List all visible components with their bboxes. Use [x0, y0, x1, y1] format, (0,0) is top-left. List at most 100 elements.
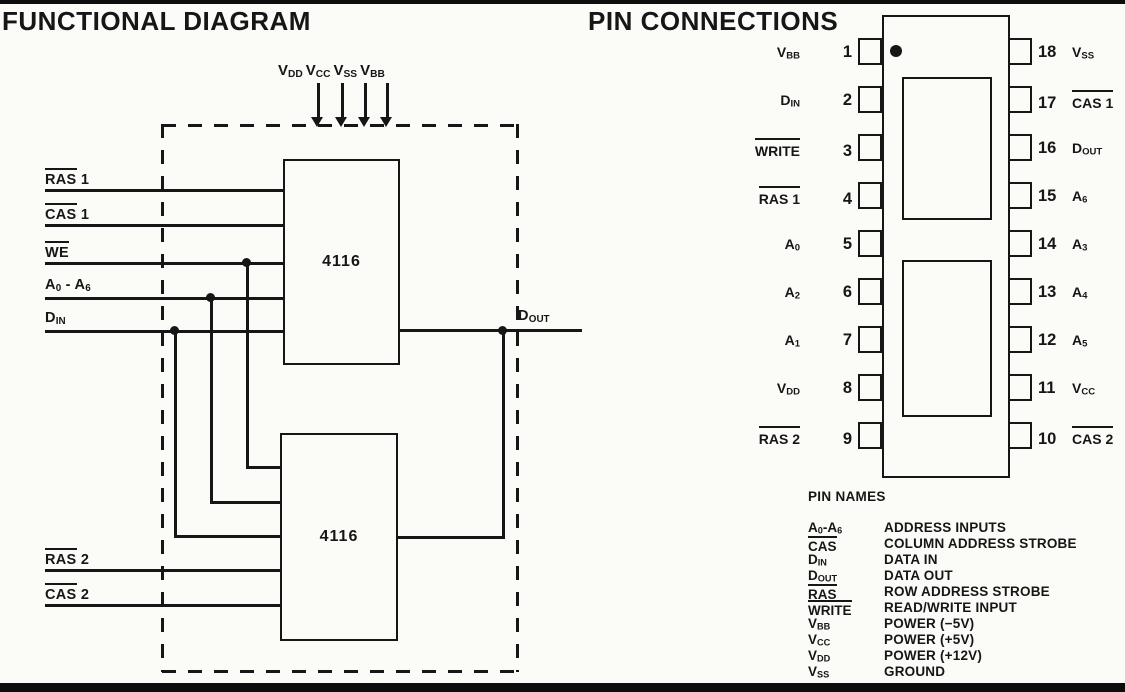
pin-connections-title: PIN CONNECTIONS: [588, 6, 839, 36]
pin-tab-right-17: [1008, 86, 1032, 113]
pin-number-13: 13: [1038, 283, 1057, 301]
pin-tab-left-4: [858, 182, 882, 209]
functional-diagram-title: FUNCTIONAL DIAGRAM: [2, 6, 311, 36]
pin-number-6: 6: [842, 283, 852, 301]
pin-desc-cell: POWER (−5V): [884, 616, 975, 631]
dashed-box-bottom: [162, 670, 518, 673]
power-label-vdd: VDD: [278, 62, 303, 80]
pin-name-cell: CAS: [808, 536, 884, 554]
top-rule: [0, 0, 1125, 4]
a0a6-label: A0 - A6: [45, 277, 91, 294]
din-branch-elbow: [174, 535, 282, 538]
a0a6-line: [45, 297, 284, 300]
pin-name-cell: RAS: [808, 584, 884, 602]
pin-number-2: 2: [842, 91, 852, 109]
pin-tab-left-5: [858, 230, 882, 257]
dout-branch-line: [502, 330, 505, 538]
pin-tab-left-1: [858, 38, 882, 65]
bottom-rule: [0, 683, 1125, 692]
pin-tab-left-3: [858, 134, 882, 161]
ras1-line: [45, 189, 284, 192]
package-inner-lower-rect: [902, 260, 992, 417]
cas1-line: [45, 224, 284, 227]
pin-number-15: 15: [1038, 187, 1057, 205]
pin-label-7: A1: [784, 332, 800, 350]
pin-tab-right-12: [1008, 326, 1032, 353]
pin-tab-right-11: [1008, 374, 1032, 401]
pin-names-title: PIN NAMES: [808, 489, 886, 504]
pin-number-5: 5: [842, 235, 852, 253]
pin-tab-left-6: [858, 278, 882, 305]
pin-label-5: A0: [784, 236, 800, 254]
pin-left-4: RAS 1 4: [640, 186, 852, 209]
pin-name-cell: VCC: [808, 632, 831, 648]
pin-label-12: A5: [1072, 332, 1088, 350]
lower-4116-label: 4116: [319, 528, 359, 545]
pin-name-row-8: VDD POWER (+12V): [808, 648, 1120, 664]
cas2-label: CAS 2: [45, 583, 89, 605]
a0a6-branch-line: [210, 297, 213, 503]
we-branch-line: [246, 262, 249, 468]
power-arrow-stem-vcc: [341, 83, 344, 119]
pin-desc-cell: ADDRESS INPUTS: [884, 520, 1007, 535]
pin-number-10: 10: [1038, 430, 1057, 448]
ras2-line: [45, 569, 282, 572]
pin-label-8: VDD: [776, 380, 800, 398]
pin-desc-cell: READ/WRITE INPUT: [884, 600, 1017, 615]
pin-number-16: 16: [1038, 139, 1057, 157]
pin-tab-left-2: [858, 86, 882, 113]
pin-right-15: 15 A6: [1038, 186, 1125, 206]
lower-4116-block: 4116: [280, 433, 398, 641]
power-label-vbb: VBB: [360, 62, 385, 80]
power-arrow-head-vdd: [311, 117, 323, 127]
pin-label-6: A2: [784, 284, 800, 302]
pin-label-15: A6: [1072, 188, 1088, 206]
upper-4116-block: 4116: [283, 159, 400, 365]
pin-label-3: WRITE: [640, 138, 800, 161]
pin-tab-left-9: [858, 422, 882, 449]
pin-number-12: 12: [1038, 331, 1057, 349]
pin-desc-cell: POWER (+12V): [884, 648, 983, 663]
pin-number-8: 8: [842, 379, 852, 397]
pin-label-2: DIN: [780, 92, 800, 110]
package-inner-upper-rect: [902, 77, 992, 220]
din-line: [45, 330, 284, 333]
power-label-vcc: VCC: [305, 62, 331, 80]
pin-label-4: RAS 1: [640, 186, 800, 209]
power-arrow-head-vss: [358, 117, 370, 127]
pin-desc-cell: POWER (+5V): [884, 632, 975, 647]
pin-name-cell: DOUT: [808, 568, 838, 584]
pin-label-18: VSS: [1072, 44, 1095, 62]
power-arrow-stem-vdd: [317, 83, 320, 119]
pin-desc-cell: GROUND: [884, 664, 946, 679]
pin-name-cell: VDD: [808, 648, 831, 664]
pin-number-4: 4: [842, 190, 852, 208]
pin-desc-cell: ROW ADDRESS STROBE: [884, 584, 1050, 599]
pin-left-6: A2 6: [640, 282, 852, 302]
pin-name-cell: DIN: [808, 552, 827, 568]
pin-tab-right-16: [1008, 134, 1032, 161]
pin-tab-left-8: [858, 374, 882, 401]
dashed-box-right: [516, 124, 519, 672]
din-label: DIN: [45, 310, 66, 327]
pin-label-11: VCC: [1072, 380, 1096, 398]
we-label: WE: [45, 241, 69, 263]
lower-output-line: [398, 536, 505, 539]
pin1-indicator-dot: [890, 45, 902, 57]
we-branch-elbow: [246, 466, 282, 469]
dashed-box-left: [161, 124, 164, 672]
pin-number-7: 7: [842, 331, 852, 349]
pin-number-11: 11: [1038, 379, 1056, 397]
